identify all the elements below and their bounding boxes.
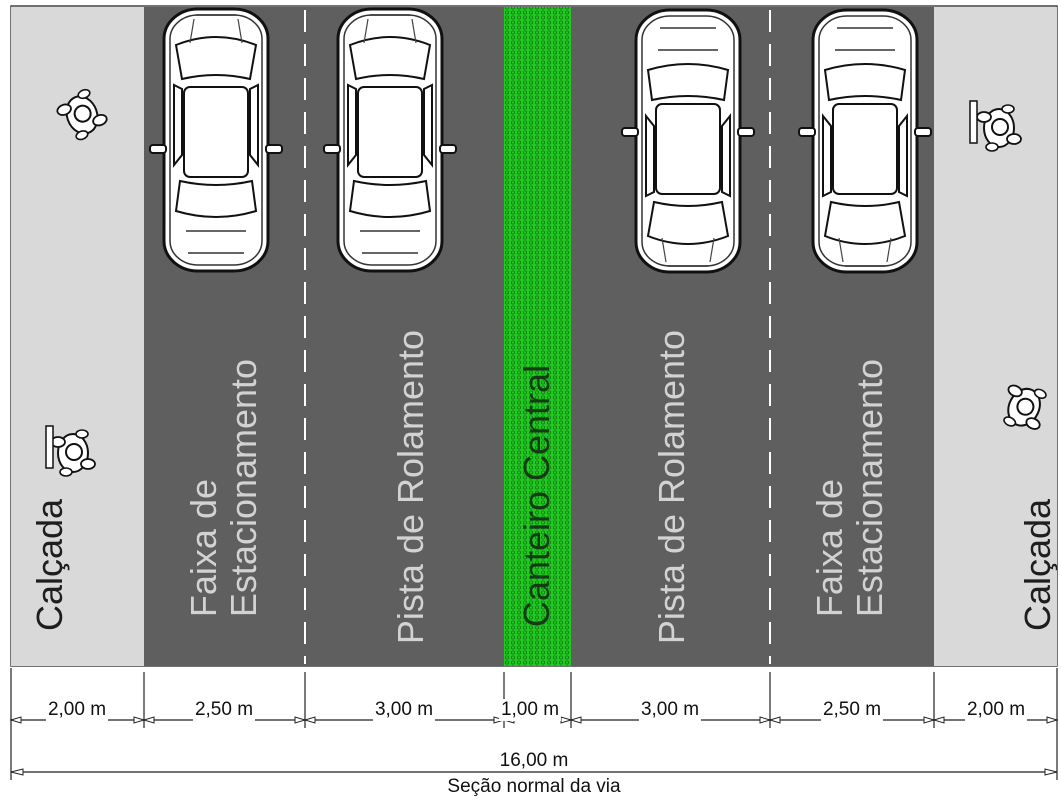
section-label-parking-right: Faixa de Estacionamento	[809, 358, 890, 618]
width-label-travel-right: 3,00 m	[638, 699, 702, 721]
car-icon-parking-left	[148, 7, 284, 273]
section-label-travel-left: Pista de Rolamento	[390, 329, 431, 645]
width-label-parking-left: 2,50 m	[192, 699, 256, 721]
width-label-calcada-left: 2,00 m	[45, 699, 109, 721]
car-icon-parking-right	[797, 8, 933, 274]
width-label-parking-right: 2,50 m	[820, 699, 884, 721]
width-label-travel-left: 3,00 m	[372, 699, 436, 721]
pedestrian-sign-icon-2	[45, 425, 54, 469]
car-icon-travel-left	[322, 7, 458, 273]
section-label-calcada-right: Calçada	[1017, 498, 1058, 632]
pedestrian-sign-icon-3	[969, 100, 978, 144]
width-label-calcada-right: 2,00 m	[964, 699, 1028, 721]
car-icon-travel-right	[620, 8, 756, 274]
section-label-parking-left: Faixa de Estacionamento	[183, 358, 264, 618]
width-label-median: 1,00 m	[498, 699, 562, 721]
section-label-median: Canteiro Central	[516, 364, 557, 628]
diagram-caption: Seção normal da via	[447, 776, 621, 797]
median-area	[504, 7, 571, 666]
section-label-travel-right: Pista de Rolamento	[651, 329, 692, 645]
section-label-calcada-left: Calçada	[29, 498, 70, 632]
total-width-label: 16,00 m	[499, 750, 569, 771]
dimension-arrows	[9, 716, 1059, 776]
